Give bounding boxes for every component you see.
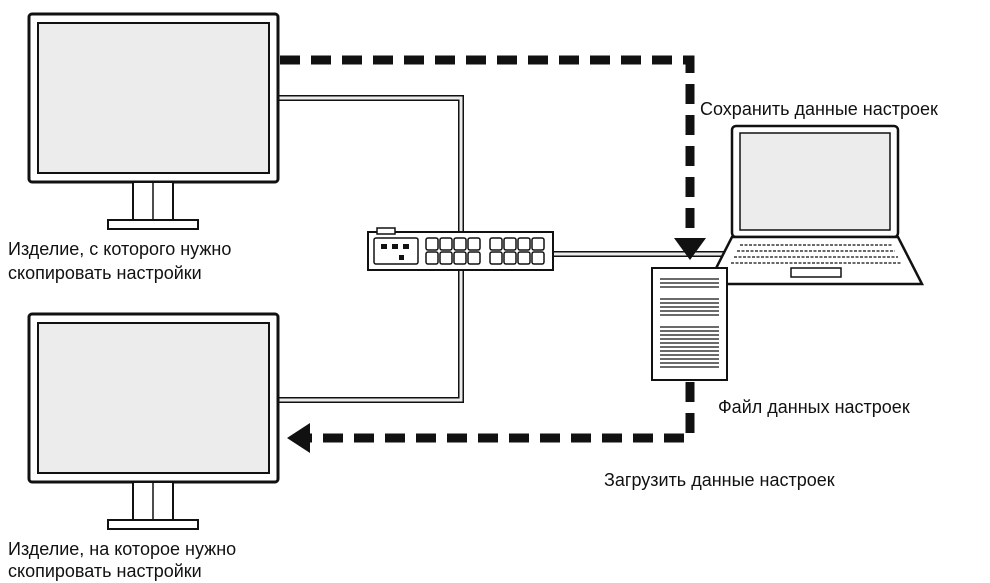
load-settings-label: Загрузить данные настроек [604,470,835,490]
document-icon [651,267,728,381]
save-settings-label: Сохранить данные настроек [700,99,938,119]
cable-target-monitor [278,270,464,403]
source-monitor-label-line1: Изделие, с которого нужно [8,239,232,259]
target-monitor-label-line2: скопировать настройки [8,561,202,581]
settings-file-label: Файл данных настроек [718,397,910,417]
target-monitor-icon [27,312,280,530]
source-monitor-label-line2: скопировать настройки [8,263,202,283]
network-cables [278,95,732,403]
target-monitor-label-line1: Изделие, на которое нужно [8,539,237,559]
network-switch-icon [367,227,554,271]
save-flow-arrow-icon [280,55,706,260]
load-flow-arrow-icon [287,382,695,453]
source-monitor-icon [27,12,280,230]
laptop-icon [705,124,925,286]
cable-source-monitor [278,95,464,240]
